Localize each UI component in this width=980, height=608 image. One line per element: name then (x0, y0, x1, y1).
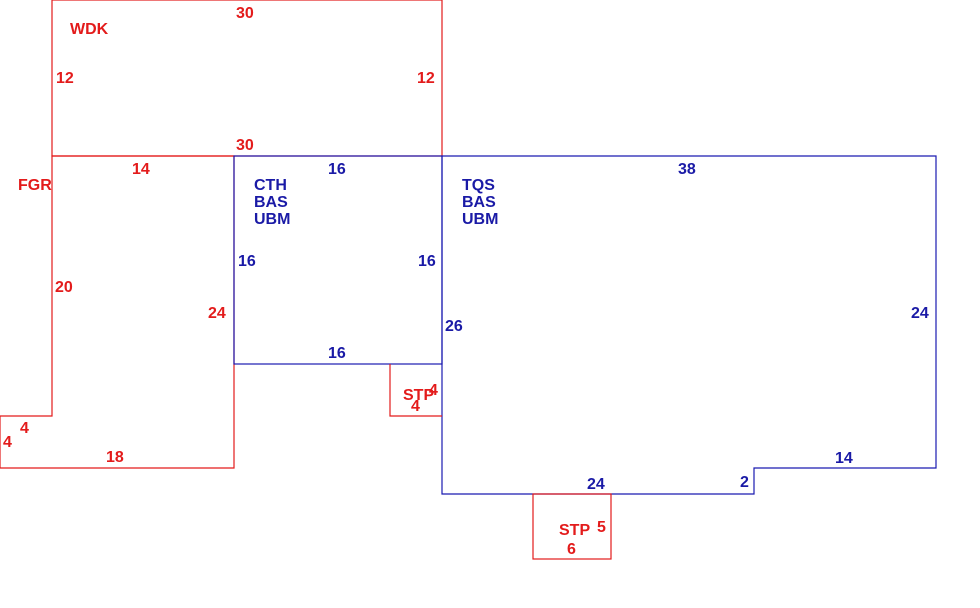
cth-dim-top: 16 (328, 161, 346, 178)
fgr-dim-left: 20 (55, 279, 73, 296)
stp-lower-outline (532, 493, 612, 560)
cth-dim-right: 16 (418, 253, 436, 270)
stp-upper-label: STP (403, 387, 434, 404)
wdk-outline (51, 0, 443, 157)
tqs-dim-left: 26 (445, 318, 463, 335)
stp-upper-outline (389, 364, 442, 417)
fgr-label: FGR (18, 177, 52, 194)
fgr-dim-top: 14 (132, 161, 150, 178)
tqs-label-2: BAS (462, 194, 496, 211)
stp-upper-dim-side: 4 (429, 382, 438, 399)
wdk-label: WDK (70, 21, 109, 38)
fgr-dim-right: 24 (208, 305, 226, 322)
cth-dim-left: 16 (238, 253, 256, 270)
wdk-dim-top: 30 (236, 5, 254, 22)
tqs-dim-bottom-right: 14 (835, 450, 853, 467)
cth-label-3: UBM (254, 211, 290, 228)
tqs-dim-jog: 2 (740, 474, 749, 491)
wdk-dim-right: 12 (417, 70, 435, 87)
wdk-dim-left: 12 (56, 70, 74, 87)
stp-lower-label: STP (559, 522, 590, 539)
fgr-dim-bottom: 18 (106, 449, 124, 466)
stp-lower-dim-bottom: 6 (567, 541, 576, 558)
fgr-dim-step-h: 4 (20, 420, 29, 437)
tqs-dim-top: 38 (678, 161, 696, 178)
tqs-dim-bottom: 24 (587, 476, 605, 493)
stp-lower-dim-side: 5 (597, 519, 606, 536)
tqs-dim-right: 24 (911, 305, 929, 322)
tqs-label-1: TQS (462, 177, 495, 194)
wdk-dim-bottom: 30 (236, 137, 254, 154)
tqs-label-3: UBM (462, 211, 498, 228)
tqs-outline (441, 155, 937, 495)
cth-dim-bottom: 16 (328, 345, 346, 362)
cth-label-2: BAS (254, 194, 288, 211)
stp-upper-dim-bottom: 4 (411, 398, 420, 415)
fgr-outline (0, 155, 235, 469)
fgr-dim-step-v: 4 (3, 434, 12, 451)
cth-label-1: CTH (254, 177, 287, 194)
